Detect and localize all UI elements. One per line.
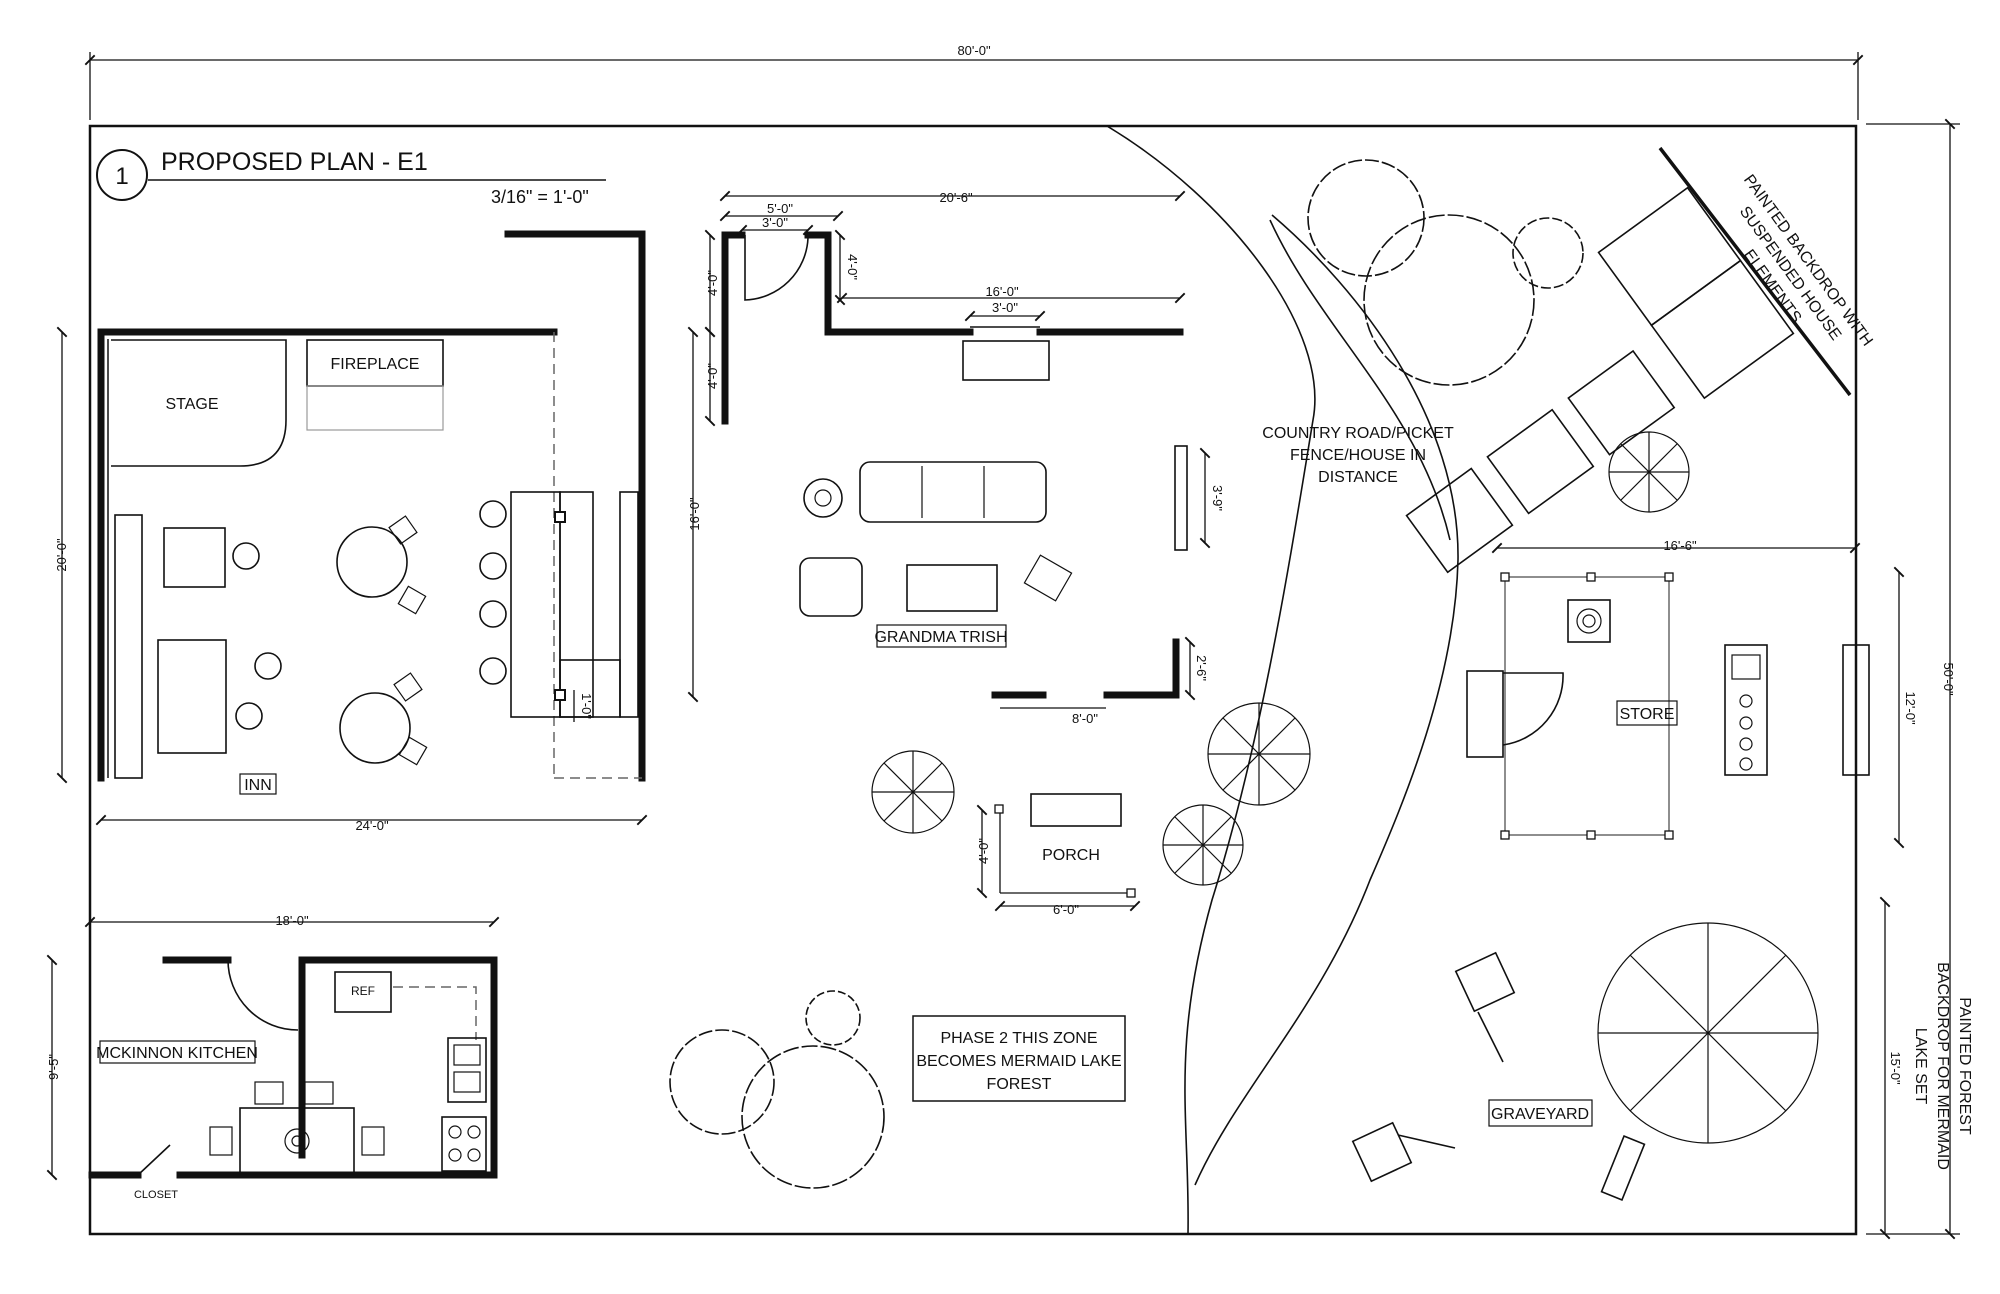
graveyard-set: GRAVEYARD	[1351, 951, 1646, 1201]
porch-step-dimension: 2'-6"	[1194, 655, 1209, 681]
overall-height-label: 50'-0"	[1941, 662, 1956, 696]
drawing-scale: 3/16" = 1'-0"	[491, 187, 589, 207]
porch-label: PORCH	[1042, 847, 1100, 864]
porch-door-dimension: 8'-0"	[1072, 711, 1098, 726]
fireplace-label: FIREPLACE	[331, 356, 420, 373]
grandma-trish-label: GRANDMA TRISH	[874, 629, 1007, 646]
store-width-dimension: 16'-6"	[1663, 538, 1697, 553]
tree-patterned-5	[1597, 922, 1819, 1144]
house-right-dimension: 3'-9"	[1210, 485, 1225, 511]
kitchen-width-dimension: 18'-0"	[275, 913, 309, 928]
stage-boundary	[88, 124, 1858, 1236]
phase-2-note: PHASE 2 THIS ZONE BECOMES MERMAID LAKE F…	[912, 1015, 1126, 1102]
road-note: COUNTRY ROAD/PICKET FENCE/HOUSE IN DISTA…	[1262, 425, 1454, 486]
porch-width-dimension: 6'-0"	[1053, 902, 1079, 917]
road-note-line-2: FENCE/HOUSE IN	[1290, 447, 1426, 464]
overall-width-label: 80'-0"	[957, 43, 991, 58]
inn-width-dimension: 24'-0"	[355, 818, 389, 833]
kitchen-height-dimension: 9'-5"	[46, 1054, 61, 1080]
tree-outline-3	[1512, 217, 1584, 289]
road-edge-left	[1106, 125, 1316, 1235]
painted-forest-backdrop: 15'-0" PAINTED FOREST BACKDROP FOR MERMA…	[1879, 896, 1973, 1240]
porch-set: PORCH 8'-0" 2'-6" 6'-0" 4'-0"	[976, 636, 1209, 917]
ref-label: REF	[351, 984, 375, 998]
stage-label: STAGE	[165, 396, 218, 413]
phase-2-line-2: BECOMES MERMAID LAKE	[916, 1053, 1121, 1070]
tree-patterned-4	[1162, 804, 1244, 886]
tree-patterned-1	[1608, 431, 1690, 513]
road-note-line-3: DISTANCE	[1318, 469, 1398, 486]
inn-set: STAGE FIREPLACE 1'-0" INN	[54, 230, 648, 833]
porch-depth-dimension: 4'-0"	[976, 838, 991, 864]
tree-outline-2	[1363, 214, 1535, 386]
tree-outline-6	[805, 990, 861, 1046]
road-note-line-1: COUNTRY ROAD/PICKET	[1262, 425, 1454, 442]
store-label: STORE	[1620, 706, 1675, 723]
house-door-a-dimension: 5'-0"	[767, 201, 793, 216]
house-side-dimension: 4'-0"	[845, 254, 860, 280]
backdrop-right-line-2: BACKDROP FOR MERMAID	[1934, 962, 1951, 1170]
phase-2-line-3: FOREST	[987, 1076, 1052, 1093]
phase-2-line-1: PHASE 2 THIS ZONE	[940, 1030, 1097, 1047]
house-wall-b-dimension: 4'-0"	[705, 363, 720, 389]
painted-backdrop-top: PAINTED BACKDROP WITH SUSPENDED HOUSE EL…	[1405, 146, 1876, 574]
right-backdrop-dimension: 15'-0"	[1888, 1051, 1903, 1085]
grandma-trish-set: GRANDMA TRISH 20'-6" 5'-0" 3'-0" 16'-0" …	[687, 190, 1225, 703]
backdrop-right-line-1: PAINTED FOREST	[1956, 997, 1973, 1135]
house-wall-a-dimension: 4'-0"	[705, 270, 720, 296]
store-height-dimension: 12'-0"	[1903, 691, 1918, 725]
inn-label: INN	[244, 777, 272, 794]
house-inner-dimension: 16'-0"	[985, 284, 1019, 299]
graveyard-label: GRAVEYARD	[1491, 1106, 1589, 1123]
overall-width-dimension: 80'-0"	[84, 43, 1864, 120]
closet-label: CLOSET	[134, 1189, 178, 1201]
kitchen-label: MCKINNON KITCHEN	[96, 1045, 258, 1062]
road-edge-right	[1194, 214, 1459, 1186]
inn-bar-dimension: 1'-0"	[579, 693, 594, 719]
mckinnon-kitchen-set: REF MCKINNON KITCHEN CLOSET 18'-0" 9'-5"	[46, 913, 500, 1201]
drawing-number: 1	[115, 163, 128, 190]
tree-patterned-3	[1207, 702, 1311, 806]
inn-height-dimension: 20'-0"	[54, 538, 69, 572]
house-width-dimension: 20'-6"	[939, 190, 973, 205]
road-edge-far	[1269, 219, 1451, 541]
tree-outline-5	[741, 1045, 885, 1189]
title-block: 1 PROPOSED PLAN - E1 3/16" = 1'-0"	[96, 148, 606, 207]
tree-patterned-2	[871, 750, 955, 834]
tree-outline-1	[1307, 159, 1425, 277]
drawing-title: PROPOSED PLAN - E1	[161, 148, 428, 176]
store-set: STORE 16'-6" 12'-0"	[1466, 538, 1918, 849]
backdrop-right-line-3: LAKE SET	[1912, 1028, 1929, 1105]
house-door-b-dimension: 3'-0"	[762, 215, 788, 230]
house-door-c-dimension: 3'-0"	[992, 300, 1018, 315]
tree-outline-4	[669, 1029, 775, 1135]
house-depth-dimension: 16'-0"	[687, 497, 702, 531]
